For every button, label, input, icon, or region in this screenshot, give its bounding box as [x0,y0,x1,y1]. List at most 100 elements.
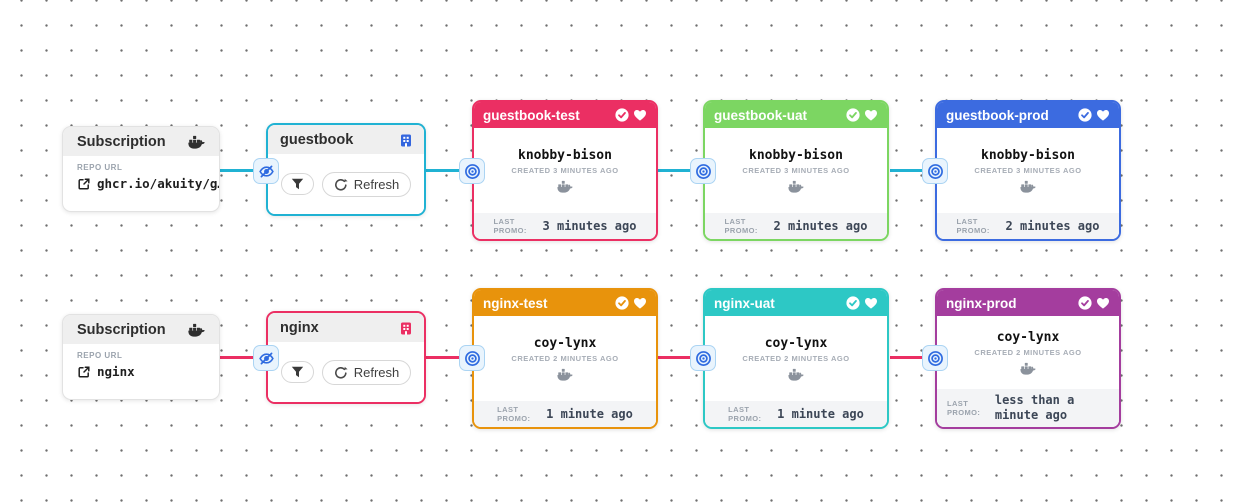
freight-created-label: CREATED 3 MINUTES AGO [742,166,850,175]
stage-name: nginx-test [483,295,548,311]
edge-nginx-test-to-uat [658,356,703,359]
building-icon [400,322,412,335]
stage-card-guestbook-prod[interactable]: guestbook-prod knobby-bison CREATED 3 MI… [935,100,1121,241]
building-icon [400,134,412,147]
docker-whale-icon [557,368,573,381]
warehouse-name: guestbook [280,132,354,148]
warehouse-header: nginx [268,313,424,342]
stage-card-nginx-uat[interactable]: nginx-uat coy-lynx CREATED 2 MINUTES AGO… [703,288,889,429]
stage-name: nginx-prod [946,295,1017,311]
docker-whale-icon [557,180,573,193]
last-promo-value: less than a minute ago [994,393,1075,422]
stage-name: guestbook-prod [946,107,1049,123]
freight-name: coy-lynx [764,336,828,351]
freight-name: knobby-bison [518,148,612,163]
refresh-button[interactable]: Refresh [321,359,412,385]
last-promo-label: LAST PROMO: [497,405,531,423]
last-promo-value: 2 minutes ago [1005,218,1100,233]
stage-name: guestbook-uat [714,107,807,123]
refresh-button[interactable]: Refresh [321,171,412,197]
bullseye-icon [464,350,481,367]
toggle-visibility-button-guestbook[interactable] [253,158,279,184]
last-promo-value: 1 minute ago [777,406,864,421]
check-circle-icon [615,108,629,122]
stage-name: nginx-uat [714,295,775,311]
external-link-icon [77,365,91,379]
check-circle-icon [615,296,629,310]
docker-whale-icon [1020,180,1036,193]
heart-icon[interactable] [1096,108,1110,122]
refresh-button-label: Refresh [353,364,400,380]
toggle-visibility-button-nginx[interactable] [253,345,279,371]
promote-target-button-nginx-uat[interactable] [690,345,716,371]
docker-whale-icon [788,180,804,193]
promote-target-button-guestbook-test[interactable] [459,158,485,184]
stage-body: coy-lynx CREATED 2 MINUTES AGO [474,316,656,401]
freight-created-label: CREATED 2 MINUTES AGO [511,354,619,363]
stage-header: guestbook-uat [705,102,887,128]
stage-card-guestbook-uat[interactable]: guestbook-uat knobby-bison CREATED 3 MIN… [703,100,889,241]
edge-nginx-to-test [426,356,472,359]
check-circle-icon [1078,108,1092,122]
freight-created-label: CREATED 3 MINUTES AGO [511,166,619,175]
promote-target-button-nginx-test[interactable] [459,345,485,371]
stage-body: knobby-bison CREATED 3 MINUTES AGO [474,128,656,213]
subscription-header: Subscription [63,127,219,156]
last-promo-value: 2 minutes ago [773,218,868,233]
edge-subscription-to-nginx [220,356,266,359]
warehouse-header: guestbook [268,125,424,154]
stage-header: nginx-uat [705,290,887,316]
freight-name: knobby-bison [749,148,843,163]
refresh-button-label: Refresh [353,176,400,192]
docker-whale-icon [1020,362,1036,375]
stage-header: guestbook-test [474,102,656,128]
heart-icon[interactable] [1096,296,1110,310]
docker-whale-icon [788,368,804,381]
promote-target-button-guestbook-uat[interactable] [690,158,716,184]
edge-nginx-uat-to-prod [890,356,935,359]
stage-footer: LAST PROMO: 1 minute ago [474,401,656,427]
stage-card-nginx-test[interactable]: nginx-test coy-lynx CREATED 2 MINUTES AG… [472,288,658,429]
stage-card-nginx-prod[interactable]: nginx-prod coy-lynx CREATED 2 MINUTES AG… [935,288,1121,429]
stage-card-guestbook-test[interactable]: guestbook-test knobby-bison CREATED 3 MI… [472,100,658,241]
edge-guestbook-to-test [426,169,472,172]
heart-icon[interactable] [864,296,878,310]
edge-uat-to-prod [890,169,935,172]
subscription-card-nginx: Subscription REPO URL nginx [62,314,220,400]
filter-button[interactable] [280,173,314,195]
last-promo-value: 3 minutes ago [542,218,637,233]
heart-icon[interactable] [633,108,647,122]
docker-whale-icon [188,323,205,337]
edge-subscription-to-guestbook [220,169,266,172]
filter-button[interactable] [280,361,314,383]
subscription-body: REPO URL ghcr.io/akuity/g… [63,156,219,198]
promote-target-button-nginx-prod[interactable] [922,345,948,371]
promote-target-button-guestbook-prod[interactable] [922,158,948,184]
repo-url-link[interactable]: ghcr.io/akuity/g… [77,176,219,191]
eye-slash-icon [258,163,275,180]
stage-name: guestbook-test [483,107,580,123]
repo-url-link[interactable]: nginx [77,364,205,379]
stage-header: nginx-test [474,290,656,316]
repo-url-label: REPO URL [77,351,123,360]
heart-icon[interactable] [864,108,878,122]
stage-body: coy-lynx CREATED 2 MINUTES AGO [937,316,1119,389]
heart-icon[interactable] [633,296,647,310]
repo-url-value: nginx [97,364,135,379]
subscription-header: Subscription [63,315,219,344]
warehouse-body: Refresh [268,154,424,214]
stage-footer: LAST PROMO: 2 minutes ago [705,213,887,239]
stage-body: coy-lynx CREATED 2 MINUTES AGO [705,316,887,401]
subscription-title: Subscription [77,134,166,150]
stage-body: knobby-bison CREATED 3 MINUTES AGO [705,128,887,213]
bullseye-icon [927,163,944,180]
refresh-arrows-icon [334,177,348,191]
last-promo-label: LAST PROMO: [493,217,527,235]
subscription-body: REPO URL nginx [63,344,219,386]
warehouse-node-guestbook[interactable]: guestbook Refresh [266,123,426,216]
last-promo-label: LAST PROMO: [956,217,990,235]
bullseye-icon [695,163,712,180]
bullseye-icon [464,163,481,180]
warehouse-node-nginx[interactable]: nginx Refresh [266,311,426,404]
